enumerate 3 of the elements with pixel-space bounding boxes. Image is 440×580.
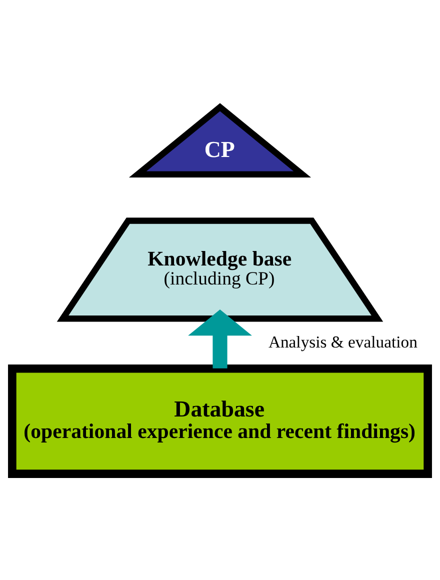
edge-label: Analysis & evaluation [268, 332, 418, 352]
arrow [188, 309, 252, 368]
node-box: Database (operational experience and recent findings) [8, 364, 432, 478]
